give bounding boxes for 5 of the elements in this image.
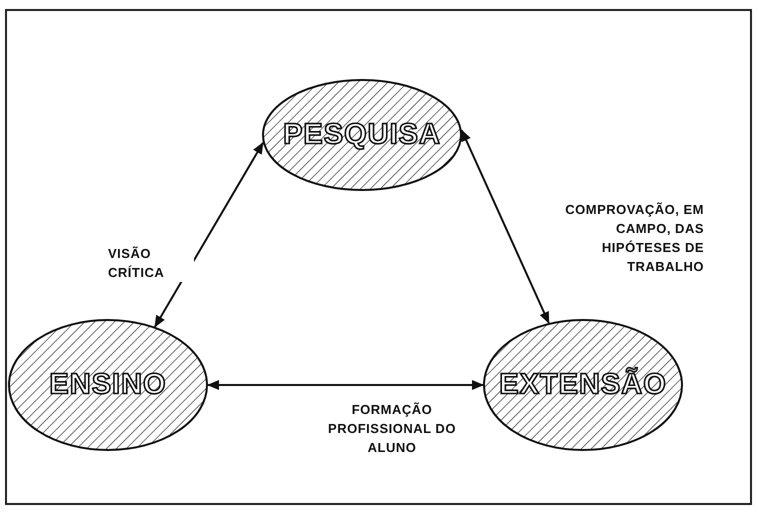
double-headed-arrow xyxy=(154,142,264,328)
hatched-ellipse xyxy=(8,319,208,451)
double-headed-arrow xyxy=(460,129,550,324)
double-headed-arrow xyxy=(207,380,484,390)
edge-label: VISÃO CRÍTICA xyxy=(106,244,194,282)
